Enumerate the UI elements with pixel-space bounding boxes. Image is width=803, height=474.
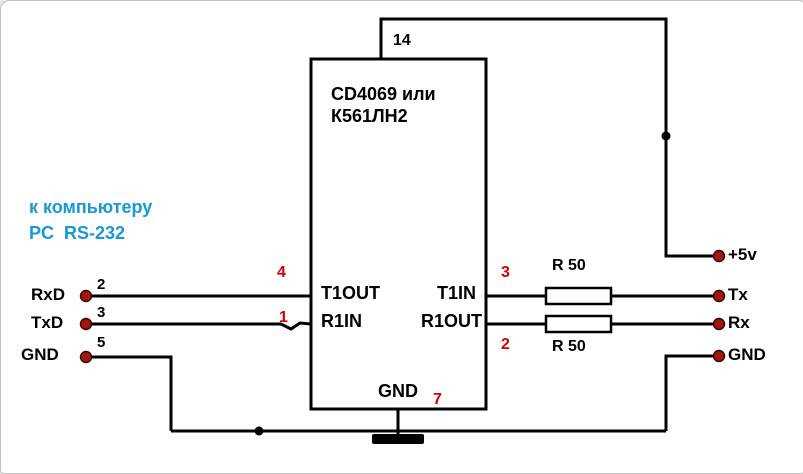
label-txd: TxD xyxy=(31,313,64,332)
pin-number-t1out: 4 xyxy=(277,264,286,281)
label-rxd: RxD xyxy=(31,285,66,304)
terminal-gnd-right xyxy=(712,349,726,363)
note-computer-line2: PC RS-232 xyxy=(29,223,126,243)
pin-number-t1in: 3 xyxy=(501,264,510,281)
label-5v: +5v xyxy=(728,245,757,264)
terminal-5v xyxy=(712,249,726,263)
terminal-txd xyxy=(79,317,93,331)
chip-pin-t1out: T1OUT xyxy=(321,283,381,303)
resistor-label-2: R 50 xyxy=(552,338,586,355)
ground-symbol xyxy=(372,434,424,444)
chip-title-line1: CD4069 или xyxy=(331,84,436,104)
wire-pin14-vcc xyxy=(379,17,714,258)
pin-number-txd: 3 xyxy=(97,304,106,321)
pin-number-r1out: 2 xyxy=(501,336,510,353)
pin-number-vcc: 14 xyxy=(393,32,411,49)
resistor-2 xyxy=(544,314,613,334)
terminal-rx xyxy=(712,317,726,331)
wire-gnd-right xyxy=(664,354,714,431)
chip-body xyxy=(309,57,488,411)
resistor-1 xyxy=(544,286,613,306)
label-tx: Tx xyxy=(728,285,748,304)
label-rx: Rx xyxy=(728,313,750,332)
label-gnd-left: GND xyxy=(21,345,59,364)
pin-number-gnd: 7 xyxy=(433,391,442,408)
wire-txd xyxy=(89,321,312,331)
chip-pin-r1out: R1OUT xyxy=(421,311,483,331)
label-gnd-right: GND xyxy=(728,345,766,364)
pin-number-rxd: 2 xyxy=(97,276,106,293)
resistor-label-1: R 50 xyxy=(552,257,586,274)
terminal-gnd-left xyxy=(79,350,93,364)
chip-title-line2: К561ЛН2 xyxy=(331,106,408,126)
chip-pin-r1in: R1IN xyxy=(321,311,363,331)
chip-pin-gnd: GND xyxy=(378,381,418,401)
junction-dot-5v xyxy=(661,131,671,141)
junction-dot-bottom xyxy=(254,426,264,436)
note-computer-line1: к компьютеру xyxy=(29,197,153,217)
pin-number-gnd-left: 5 xyxy=(97,334,106,351)
terminal-rxd xyxy=(79,289,93,303)
wire-gnd-left xyxy=(89,355,173,431)
pin-number-r1in: 1 xyxy=(279,309,288,326)
chip-pin-t1in: T1IN xyxy=(437,283,477,303)
terminal-tx xyxy=(712,289,726,303)
